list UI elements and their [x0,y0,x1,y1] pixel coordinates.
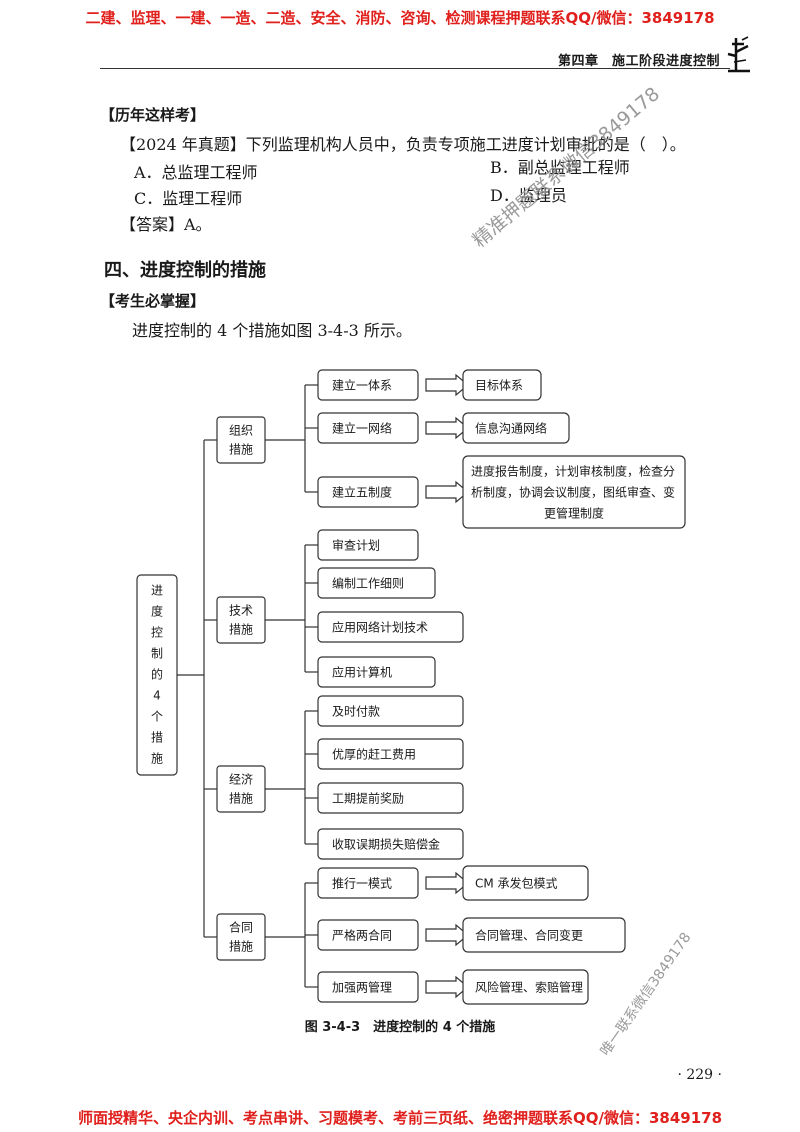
measure-box [317,567,436,599]
root-label-char: 制 [151,647,163,661]
root-label-char: 个 [151,710,163,724]
measure-box [317,695,464,727]
hollow-arrow-icon [425,975,469,999]
option-a: A．总监理工程师 [134,163,258,182]
measure-box [317,738,464,770]
measure-label: 加强两管理 [332,980,392,995]
result-label: 目标体系 [475,379,523,393]
category-label: 经济 [229,772,253,787]
measure-label: 建立一体系 [332,378,392,393]
top-promo-banner: 二建、监理、一建、一造、二造、安全、消防、咨询、检测课程押题联系QQ/微信：38… [85,9,715,27]
hollow-arrow-icon [425,416,469,440]
measure-label: 建立五制度 [332,485,392,500]
must-know-label: 【考生必掌握】 [100,292,206,310]
root-label-char: 进 [151,584,163,598]
measure-box [317,369,419,401]
category-label: 措施 [229,940,253,954]
root-label-char: 施 [151,752,163,766]
measure-box [317,971,419,1003]
result-label: 信息沟通网络 [475,421,547,436]
measure-label: 应用网络计划技术 [332,620,428,635]
measure-label: 及时付款 [332,705,380,719]
root-label-char: 措 [151,731,163,745]
measure-label: 应用计算机 [332,665,392,680]
option-c: C．监理工程师 [134,189,243,208]
category-label: 措施 [229,623,253,637]
bottom-promo-banner: 师面授精华、央企内训、考点串讲、习题模考、考前三页纸、绝密押题联系QQ/微信：3… [77,1109,723,1127]
hollow-arrow-icon [425,871,469,895]
result-label: 进度报告制度，计划审核制度，检查分 [471,464,675,479]
measure-box [317,919,419,951]
measure-box [317,529,419,561]
result-box [462,369,542,401]
measure-label: 工期提前奖励 [332,791,404,806]
figure-caption: 图 3-4-3 进度控制的 4 个措施 [304,1020,496,1035]
hollow-arrow-icon [425,480,469,504]
chapter-title: 第四章 施工阶段进度控制 [557,54,720,69]
measure-box [317,828,464,860]
category-label: 合同 [229,920,253,935]
result-box [462,455,686,529]
hollow-arrow-icon [425,923,469,947]
exam-answer: 【答案】A。 [120,215,212,234]
header-rule [100,68,730,69]
result-box [462,865,589,901]
measure-box [317,867,419,899]
result-label: CM 承发包模式 [475,876,558,891]
measures-tree-diagram: 进度控制的4个措施组织措施建立一体系目标体系建立一网络信息沟通网络建立五制度进度… [136,369,686,1005]
measure-box [317,611,464,643]
measure-label: 推行一模式 [332,877,392,891]
option-d: D．监理员 [490,186,567,205]
result-box [462,412,570,444]
section-heading: 四、进度控制的措施 [104,260,266,281]
category-label: 措施 [229,792,253,806]
result-label: 合同管理、合同变更 [475,928,583,943]
root-label-char: 4 [153,689,161,703]
chapter-logo-icon [727,36,750,73]
hollow-arrow-icon [425,373,469,397]
measure-label: 收取误期损失赔偿金 [332,837,440,852]
category-label: 技术 [229,604,253,618]
measure-box [317,782,464,814]
result-label: 更管理制度 [544,506,604,521]
diagram-intro: 进度控制的 4 个措施如图 3-4-3 所示。 [132,321,412,340]
exam-question: 【2024 年真题】下列监理机构人员中，负责专项施工进度计划审批的是（ ）。 [120,135,686,154]
result-box [462,917,626,953]
measure-label: 严格两合同 [332,928,392,943]
result-box [462,969,589,1005]
measure-label: 编制工作细则 [332,576,404,591]
category-label: 组织 [229,424,253,438]
measure-box [317,476,419,508]
result-label: 析制度，协调会议制度，图纸审查、变 [471,485,675,500]
option-b: B．副总监理工程师 [490,158,630,177]
measure-box [317,656,436,688]
measure-label: 优厚的赶工费用 [332,747,416,762]
root-label-char: 度 [151,604,163,619]
root-label-char: 控 [151,626,163,640]
root-label-char: 的 [151,667,163,682]
measure-label: 审查计划 [332,538,380,553]
result-label: 风险管理、索赔管理 [475,980,583,995]
measure-label: 建立一网络 [332,421,392,436]
measure-box [317,412,419,444]
category-label: 措施 [229,443,253,457]
page-number: · 229 · [677,1067,722,1083]
past-exam-label: 【历年这样考】 [100,106,206,124]
